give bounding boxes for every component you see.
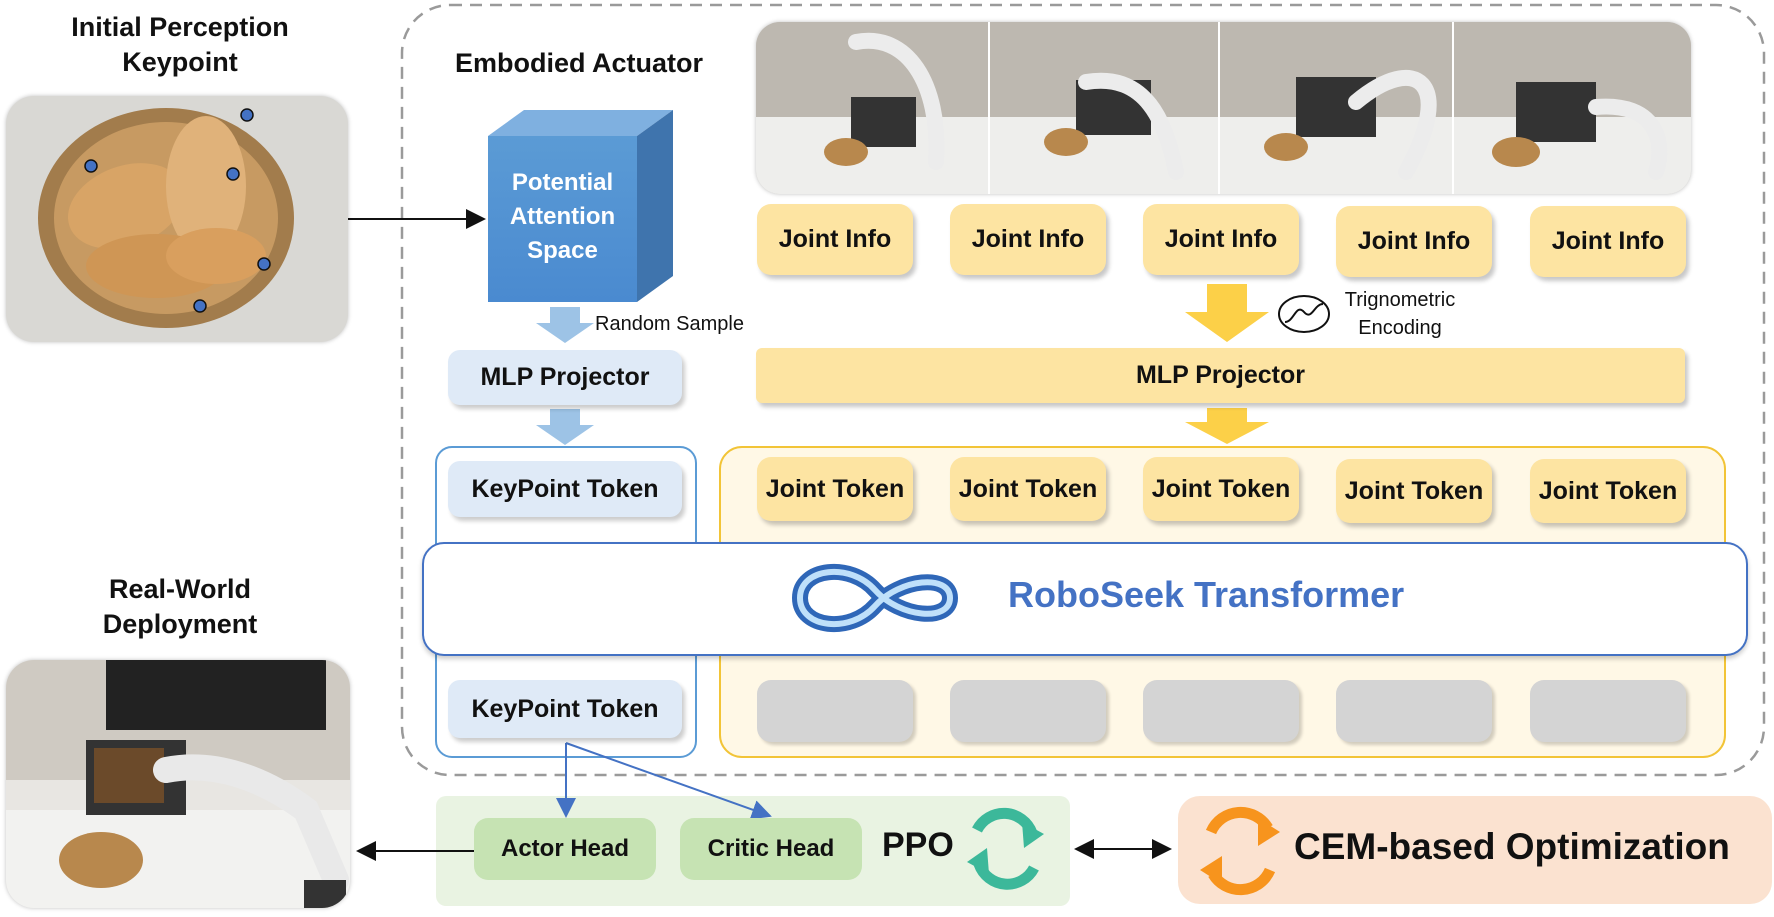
actuator-title: Embodied Actuator bbox=[455, 48, 704, 78]
actor-head: Actor Head bbox=[474, 818, 656, 880]
cem-label: CEM-based Optimization bbox=[1294, 826, 1730, 867]
projector-yellow-arrow bbox=[1185, 408, 1269, 444]
mlp-projector-right: MLP Projector bbox=[756, 348, 1685, 403]
keypoint-dot bbox=[240, 108, 254, 122]
output-slot-5 bbox=[1530, 680, 1686, 742]
joint-token-1: Joint Token bbox=[757, 457, 913, 521]
perception-title-line2: Keypoint bbox=[122, 47, 238, 78]
transformer-label: RoboSeek Transformer bbox=[1008, 574, 1405, 615]
attention-space-line2: Attention bbox=[509, 203, 616, 230]
to-critic-arrow bbox=[565, 742, 772, 820]
trig-encoding-label: Trignometric Encoding bbox=[1330, 286, 1470, 342]
transformer-bar bbox=[422, 542, 1748, 656]
attention-space-line3: Space bbox=[527, 237, 598, 264]
infinity-logo bbox=[792, 563, 958, 633]
robot-frames bbox=[756, 22, 1691, 194]
attention-cube bbox=[488, 110, 673, 302]
perception-title-line1: Initial Perception bbox=[71, 12, 289, 42]
deployment-title: Real-World Deployment bbox=[10, 572, 350, 642]
projector-down-arrow bbox=[536, 409, 594, 445]
perception-title: Initial Perception Keypoint bbox=[10, 10, 350, 80]
keypoint-dot bbox=[257, 257, 271, 271]
output-slot-2 bbox=[950, 680, 1106, 742]
ppo-label: PPO bbox=[882, 826, 954, 864]
output-slot-1 bbox=[757, 680, 913, 742]
keypoint-dot bbox=[193, 299, 207, 313]
keypoint-dot bbox=[226, 167, 240, 181]
output-slot-3 bbox=[1143, 680, 1299, 742]
bread-basket-image bbox=[38, 108, 294, 328]
output-slot-4 bbox=[1336, 680, 1492, 742]
trig-line1: Trignometric bbox=[1344, 289, 1456, 311]
mlp-projector-left: MLP Projector bbox=[448, 350, 682, 405]
cem-panel bbox=[1178, 796, 1772, 904]
keypoint-token-out: KeyPoint Token bbox=[448, 680, 682, 738]
deployment-title-line2: Deployment bbox=[102, 609, 258, 640]
robot-frames-image bbox=[756, 22, 1691, 194]
random-sample-label: Random Sample bbox=[595, 313, 744, 335]
perception-photo bbox=[6, 96, 348, 342]
trig-icon bbox=[1278, 295, 1330, 333]
critic-head: Critic Head bbox=[680, 818, 862, 880]
keypoint-dot bbox=[84, 159, 98, 173]
joint-token-4: Joint Token bbox=[1336, 459, 1492, 523]
joint-info-5: Joint Info bbox=[1530, 206, 1686, 277]
joint-token-5: Joint Token bbox=[1530, 459, 1686, 523]
actuator-frame bbox=[400, 3, 1766, 777]
joint-info-2: Joint Info bbox=[950, 204, 1106, 275]
keypoint-token-in: KeyPoint Token bbox=[448, 461, 682, 517]
joint-info-4: Joint Info bbox=[1336, 206, 1492, 277]
joint-token-3: Joint Token bbox=[1143, 457, 1299, 521]
info-down-arrow bbox=[1185, 284, 1269, 342]
attention-space-label: Potential Attention Space bbox=[488, 166, 637, 268]
robot-deployment-image bbox=[6, 660, 350, 908]
deployment-title-line1: Real-World bbox=[108, 574, 251, 604]
joint-token-2: Joint Token bbox=[950, 457, 1106, 521]
deployment-photo bbox=[6, 660, 350, 908]
random-sample-arrow bbox=[536, 307, 594, 343]
trig-line2: Encoding bbox=[1358, 317, 1442, 339]
joint-info-3: Joint Info bbox=[1143, 204, 1299, 275]
joint-info-1: Joint Info bbox=[757, 204, 913, 275]
attention-space-line1: Potential bbox=[511, 169, 614, 196]
